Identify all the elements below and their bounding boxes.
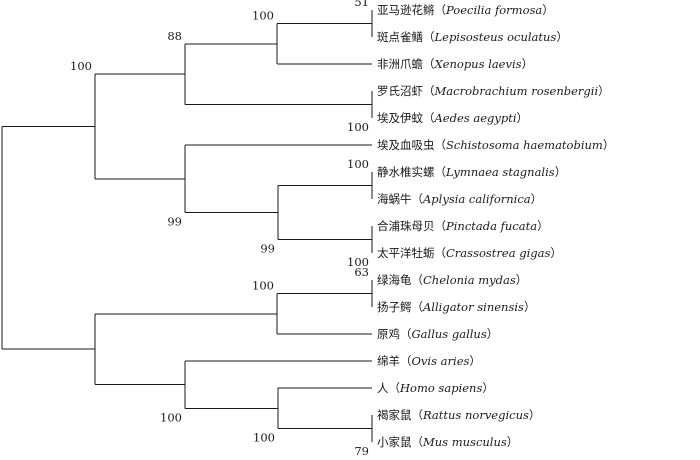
taxon-scientific-name: Crassostrea gigas xyxy=(446,246,550,260)
taxon-scientific-name: Chelonia mydas xyxy=(423,273,516,287)
taxon-common-name: 太平洋牡蛎 xyxy=(377,246,435,260)
support-value: 88 xyxy=(167,29,182,43)
support-value: 100 xyxy=(252,9,274,23)
taxon-label: 斑点雀鳝（Lepisosteus oculatus） xyxy=(377,30,568,44)
taxon-label: 人（Homo sapiens） xyxy=(377,381,494,395)
taxon-common-name: 海蜗牛 xyxy=(377,192,412,206)
taxon-scientific-name: Aedes aegypti xyxy=(434,111,517,125)
taxon-common-name: 褐家鼠 xyxy=(377,408,412,422)
taxon-scientific-name: Mus musculus xyxy=(422,435,507,449)
taxon-common-name: 扬子鳄 xyxy=(377,300,412,314)
taxon-common-name: 小家鼠 xyxy=(377,435,412,449)
taxon-common-name: 合浦珠母贝 xyxy=(377,219,435,233)
taxon-label: 海蜗牛（Aplysia californica） xyxy=(377,192,542,206)
support-value: 99 xyxy=(260,242,275,256)
taxon-scientific-name: Xenopus laevis xyxy=(434,57,522,71)
support-value: 63 xyxy=(354,265,369,279)
taxon-scientific-name: Alligator sinensis xyxy=(422,300,524,314)
taxon-scientific-name: Rattus norvegicus xyxy=(422,408,529,422)
taxon-label: 埃及血吸虫（Schistosoma haematobium） xyxy=(377,138,614,152)
support-value: 100 xyxy=(347,157,369,171)
tree-branches xyxy=(1,10,373,442)
taxon-label: 小家鼠（Mus musculus） xyxy=(377,435,518,449)
taxon-label: 绿海龟（Chelonia mydas） xyxy=(377,273,527,287)
support-value: 79 xyxy=(354,444,369,458)
taxon-labels: 亚马逊花鳉（Poecilia formosa） 斑点雀鳝（Lepisosteus … xyxy=(377,3,614,449)
taxon-common-name: 人 xyxy=(377,381,389,395)
taxon-common-name: 绵羊 xyxy=(377,354,400,368)
support-value: 100 xyxy=(252,279,274,293)
taxon-common-name: 埃及伊蚊 xyxy=(377,111,423,125)
taxon-label: 埃及伊蚊（Aedes aegypti） xyxy=(377,111,528,125)
support-value: 100 xyxy=(347,120,369,134)
support-value: 51 xyxy=(354,0,369,9)
taxon-scientific-name: Aplysia californica xyxy=(422,192,531,206)
taxon-common-name: 原鸡 xyxy=(377,327,400,341)
taxon-scientific-name: Lymnaea stagnalis xyxy=(445,165,555,179)
taxon-label: 扬子鳄（Alligator sinensis） xyxy=(377,300,535,314)
taxon-common-name: 斑点雀鳝 xyxy=(377,30,423,44)
taxon-label: 褐家鼠（Rattus norvegicus） xyxy=(377,408,540,422)
taxon-label: 绵羊（Ovis aries） xyxy=(377,354,481,368)
support-value: 99 xyxy=(167,215,182,229)
support-value: 100 xyxy=(160,410,182,424)
taxon-scientific-name: Pinctada fucata xyxy=(445,219,537,233)
taxon-label: 亚马逊花鳉（Poecilia formosa） xyxy=(377,3,554,17)
taxon-scientific-name: Poecilia formosa xyxy=(445,3,542,17)
taxon-common-name: 罗氏沼虾 xyxy=(377,84,423,98)
support-value: 100 xyxy=(253,431,275,445)
taxon-scientific-name: Macrobrachium rosenbergii xyxy=(434,84,599,98)
taxon-label: 静水椎实螺（Lymnaea stagnalis） xyxy=(377,165,566,179)
taxon-scientific-name: Schistosoma haematobium xyxy=(446,138,603,152)
taxon-common-name: 绿海龟 xyxy=(377,273,412,287)
taxon-common-name: 亚马逊花鳉 xyxy=(377,3,435,17)
taxon-scientific-name: Homo sapiens xyxy=(399,381,482,395)
support-value: 100 xyxy=(70,59,92,73)
taxon-scientific-name: Ovis aries xyxy=(412,354,470,368)
taxon-label: 合浦珠母贝（Pinctada fucata） xyxy=(377,219,549,233)
taxon-label: 罗氏沼虾（Macrobrachium rosenbergii） xyxy=(377,84,610,98)
taxon-common-name: 非洲爪蟾 xyxy=(377,57,423,71)
taxon-scientific-name: Gallus gallus xyxy=(412,327,487,341)
taxon-scientific-name: Lepisosteus oculatus xyxy=(434,30,557,44)
taxon-label: 太平洋牡蛎（Crassostrea gigas） xyxy=(377,246,562,260)
support-value: 100 xyxy=(347,255,369,269)
taxon-label: 原鸡（Gallus gallus） xyxy=(377,327,498,341)
taxon-label: 非洲爪蟾（Xenopus laevis） xyxy=(377,57,533,71)
taxon-common-name: 静水椎实螺 xyxy=(377,165,435,179)
taxon-common-name: 埃及血吸虫 xyxy=(377,138,435,152)
